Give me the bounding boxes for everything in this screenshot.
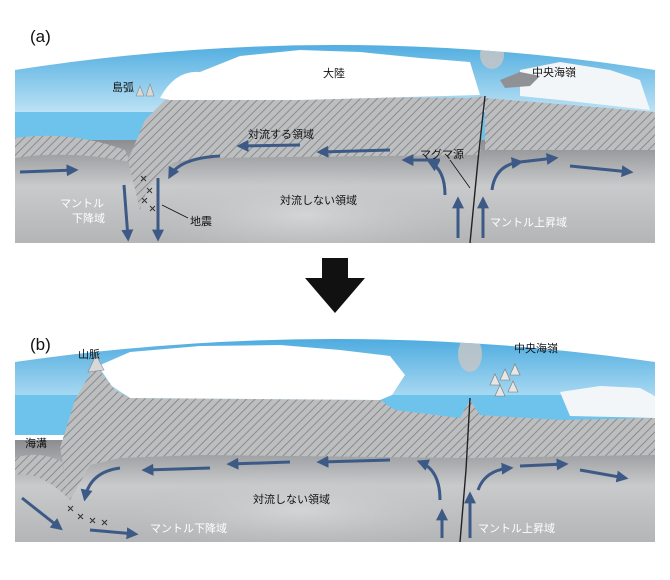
- arrow-top-2: [226, 457, 291, 470]
- mountain-peaks: [87, 354, 105, 373]
- arrow-curl-right: [426, 160, 447, 196]
- non-convecting-core: [145, 170, 465, 243]
- mantle-downwelling-label-b: マントル下降域: [150, 521, 227, 535]
- continent-snow: [160, 50, 480, 100]
- arrow-top-2: [316, 145, 391, 158]
- convecting-region-label: 対流する領域: [248, 127, 314, 141]
- island-arc-label: 島弧: [112, 80, 134, 94]
- mid-ocean-ridge-label-b: 中央海嶺: [514, 341, 558, 355]
- arrow-right-1: [519, 458, 569, 471]
- arrow-trench-down: [21, 496, 63, 531]
- continent-snow: [98, 345, 405, 400]
- arrow-curl-left: [168, 154, 221, 180]
- arrow-left-surface: [19, 164, 79, 177]
- convection-arrows: [19, 139, 634, 242]
- continent-label: 大陸: [323, 66, 345, 80]
- island-arc-peaks: [135, 83, 155, 97]
- mantle-upwelling-label-a: マントル上昇域: [490, 216, 567, 229]
- mantle-downwelling-label-a-2: 下降域: [72, 211, 105, 225]
- oceanic-plate-left: [15, 135, 130, 162]
- right-landmass-snow: [560, 386, 655, 418]
- arrow-deep-right: [89, 527, 139, 540]
- mantle-downwelling-label-a-1: マントル: [60, 197, 104, 210]
- transition-arrow: [305, 258, 365, 313]
- earthquake-label: 地震: [190, 215, 212, 228]
- arrow-top-1: [236, 139, 301, 152]
- ridge-peak: [500, 72, 540, 88]
- earthquake-marks: [140, 175, 156, 212]
- arrow-top-3: [316, 455, 391, 468]
- arrow-curl-left: [80, 466, 121, 502]
- earthquake-marks: [67, 505, 108, 526]
- trench-label: 海溝: [25, 436, 47, 450]
- arrow-right-2: [569, 164, 634, 178]
- magma-conduit: [459, 397, 471, 542]
- arrow-right-curl: [490, 157, 524, 191]
- continental-plate: [128, 95, 485, 210]
- smoke: [458, 339, 482, 372]
- arrow-top-1: [141, 463, 211, 476]
- non-convecting-core: [130, 470, 470, 542]
- arrow-curl-right: [416, 459, 442, 501]
- earthquake-leader: [161, 204, 189, 219]
- arrow-down-left: [121, 184, 134, 242]
- panel-a-tag: (a): [30, 27, 51, 46]
- oceanic-plate-right: [485, 98, 655, 150]
- panel-b: [15, 339, 655, 542]
- ridge-snow: [520, 62, 650, 110]
- arrow-right-2: [579, 468, 629, 483]
- panel-b-tag: (b): [30, 335, 51, 354]
- convection-arrows: [21, 455, 629, 540]
- arrow-right-curl: [476, 462, 514, 491]
- magma-leader: [449, 159, 471, 189]
- panel-a: [15, 45, 655, 243]
- mantle-upwelling-label-b: マントル上昇域: [478, 522, 555, 535]
- non-convecting-label-a: 対流しない領域: [280, 193, 357, 207]
- magma-source-label: マグマ源: [420, 147, 464, 161]
- mid-ocean-ridge-label-a: 中央海嶺: [532, 65, 576, 79]
- ridge-peaks: [489, 363, 521, 397]
- non-convecting-label-b: 対流しない領域: [253, 492, 330, 506]
- continental-plate: [60, 365, 655, 500]
- trench-plate: [15, 454, 70, 500]
- smoke: [480, 45, 504, 69]
- magma-conduit: [469, 95, 486, 243]
- arrow-right-1: [519, 152, 559, 165]
- mountain-range-label: 山脈: [78, 347, 100, 361]
